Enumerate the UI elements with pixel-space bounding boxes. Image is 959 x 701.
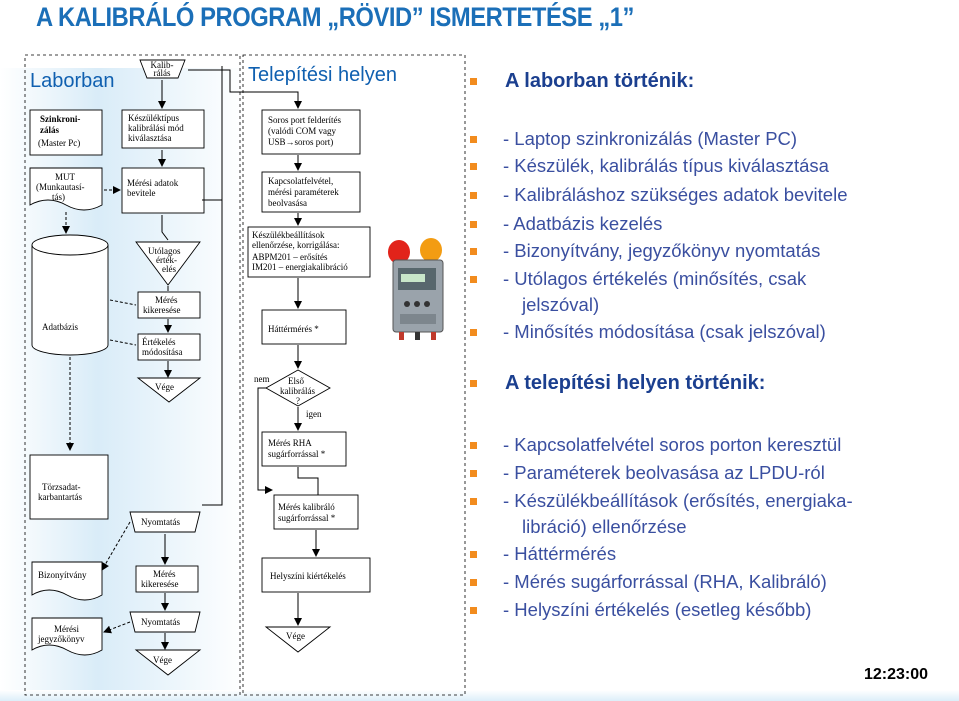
search1-text-1: Mérés <box>155 295 178 305</box>
yes-label: igen <box>306 409 322 419</box>
clock-time: 12:23:00 <box>864 666 929 683</box>
background-measurement-node: Háttérmérés * <box>261 309 347 345</box>
rha-text-2: sugárforrással * <box>268 449 326 459</box>
end-node-1: Vége <box>136 377 202 403</box>
print-node-2: Nyomtatás <box>129 611 201 633</box>
lab-item-6-continuation: jelszóval) <box>522 294 600 315</box>
sync-text-2: zálás <box>40 125 59 135</box>
modify-evaluation-node: Értékelés módosítása <box>137 333 201 361</box>
print-node-1: Nyomtatás <box>129 511 201 533</box>
search-node-2: Mérés kikeresése <box>135 565 199 593</box>
settings-text-2: ellenőrzése, korrigálása: <box>252 240 339 250</box>
settings-text-4: IM201 – energiakalibráció <box>252 262 348 272</box>
print1-text: Nyomtatás <box>141 517 180 527</box>
red-beacon <box>388 240 410 264</box>
lpdu-device-image <box>388 238 444 340</box>
certificate-document: Bizonyítvány <box>31 561 103 601</box>
end2-text: Vége <box>153 655 172 665</box>
connect-text-3: beolvasása <box>268 198 307 208</box>
connect-text-2: mérési paraméterek <box>268 187 339 197</box>
mut-text-1: MUT <box>55 172 76 182</box>
settings-text-1: Készülékbeállítások <box>252 230 325 240</box>
sync-text-3: (Master Pc) <box>38 138 80 148</box>
settings-text-3: ABPM201 – erősítés <box>252 252 328 262</box>
select-text-3: kiválasztása <box>128 133 171 143</box>
flowchart-diagram: Kalib- rálás Szinkroni- zálás (Master Pc… <box>24 54 466 696</box>
work-order-document: MUT (Munkautasí- tás) <box>29 167 103 211</box>
modify-text-2: módosítása <box>142 347 183 357</box>
connect-node: Kapcsolatfelvétel, mérési paraméterek be… <box>261 171 361 213</box>
device-type-select-node: Készüléktípus kalibrálási mód kiválasztá… <box>121 109 205 149</box>
protocol-document: Mérési jegyzőkönyv <box>31 617 103 656</box>
lab-section-border <box>24 54 241 696</box>
end-node-2: Vége <box>134 649 202 676</box>
calibration-start-text-1: Kalib- <box>151 60 174 70</box>
first-calib-text-2: kalibrálás <box>280 386 315 396</box>
end-node-3: Vége <box>264 626 332 653</box>
protocol-text-2: jegyzőkönyv <box>37 634 85 644</box>
protocol-text-1: Mérési <box>54 624 79 634</box>
first-calibration-decision: Első kalibrálás ? <box>265 369 331 407</box>
calibration-start-text-2: rálás <box>154 68 171 78</box>
site-eval-text: Helyszíni kiértékelés <box>270 571 346 581</box>
calib-src-text-2: sugárforrással * <box>278 513 336 523</box>
cert-text: Bizonyítvány <box>38 570 87 580</box>
calib-src-text-1: Mérés kalibráló <box>278 502 335 512</box>
background-text: Háttérmérés * <box>268 324 319 334</box>
serial-text-3: USB→soros port) <box>268 137 333 147</box>
registry-maintenance-node: Törzsadat- karbantartás <box>29 454 109 520</box>
database-node: Adatbázis <box>31 234 109 356</box>
orange-beacon <box>420 238 442 262</box>
later-evaluation-node: Utólagos érték- elés <box>135 241 201 286</box>
serial-text-1: Soros port felderítés <box>268 115 341 125</box>
database-text: Adatbázis <box>42 322 78 332</box>
site-header: Telepítési helyen <box>248 64 397 86</box>
calibration-start-node: Kalib- rálás <box>139 59 186 79</box>
select-text-1: Készüléktípus <box>128 113 179 123</box>
page-title: A KALIBRÁLÓ PROGRAM „RÖVID” ISMERTETÉSE … <box>36 2 635 32</box>
end3-text: Vége <box>286 631 305 641</box>
rha-measurement-node: Mérés RHA sugárforrással * <box>261 431 347 467</box>
site-item-3-continuation: libráció) ellenőrzése <box>522 516 687 537</box>
connect-text-1: Kapcsolatfelvétel, <box>268 176 333 186</box>
registry-text-2: karbantartás <box>38 492 82 502</box>
search2-text-1: Mérés <box>153 569 176 579</box>
print2-text: Nyomtatás <box>141 617 180 627</box>
later-eval-text-3: elés <box>162 264 176 274</box>
select-text-2: kalibrálási mód <box>128 123 184 133</box>
data-entry-text-2: bevitele <box>127 188 156 198</box>
later-eval-text-1: Utólagos <box>148 246 181 256</box>
search2-text-2: kikeresése <box>141 579 178 589</box>
sync-text-1: Szinkroni- <box>40 114 80 124</box>
site-section-border <box>242 54 466 696</box>
background-gradient-bottom <box>0 690 959 701</box>
serial-port-node: Soros port felderítés (valódi COM vagy U… <box>261 109 361 155</box>
sync-node: Szinkroni- zálás (Master Pc) <box>29 109 103 156</box>
calibration-source-node: Mérés kalibráló sugárforrással * <box>273 494 359 530</box>
site-evaluation-node: Helyszíni kiértékelés <box>261 557 371 593</box>
data-entry-text-1: Mérési adatok <box>127 178 179 188</box>
mut-text-3: tás) <box>52 192 65 202</box>
later-eval-text-2: érték- <box>156 255 177 265</box>
first-calib-text-1: Első <box>288 376 305 386</box>
settings-node: Készülékbeállítások ellenőrzése, korrigá… <box>247 226 371 278</box>
first-calib-text-3: ? <box>296 396 300 406</box>
end1-text: Vége <box>155 382 174 392</box>
rha-text-1: Mérés RHA <box>268 438 312 448</box>
mut-text-2: (Munkautasí- <box>36 182 85 192</box>
serial-text-2: (valódi COM vagy <box>268 126 336 136</box>
search-node-1: Mérés kikeresése <box>137 291 201 319</box>
data-entry-node: Mérési adatok bevitele <box>121 167 205 214</box>
search1-text-2: kikeresése <box>143 305 180 315</box>
no-label: nem <box>254 374 270 384</box>
lab-header: Laborban <box>30 70 115 92</box>
registry-text-1: Törzsadat- <box>42 482 80 492</box>
modify-text-1: Értékelés <box>142 337 176 347</box>
